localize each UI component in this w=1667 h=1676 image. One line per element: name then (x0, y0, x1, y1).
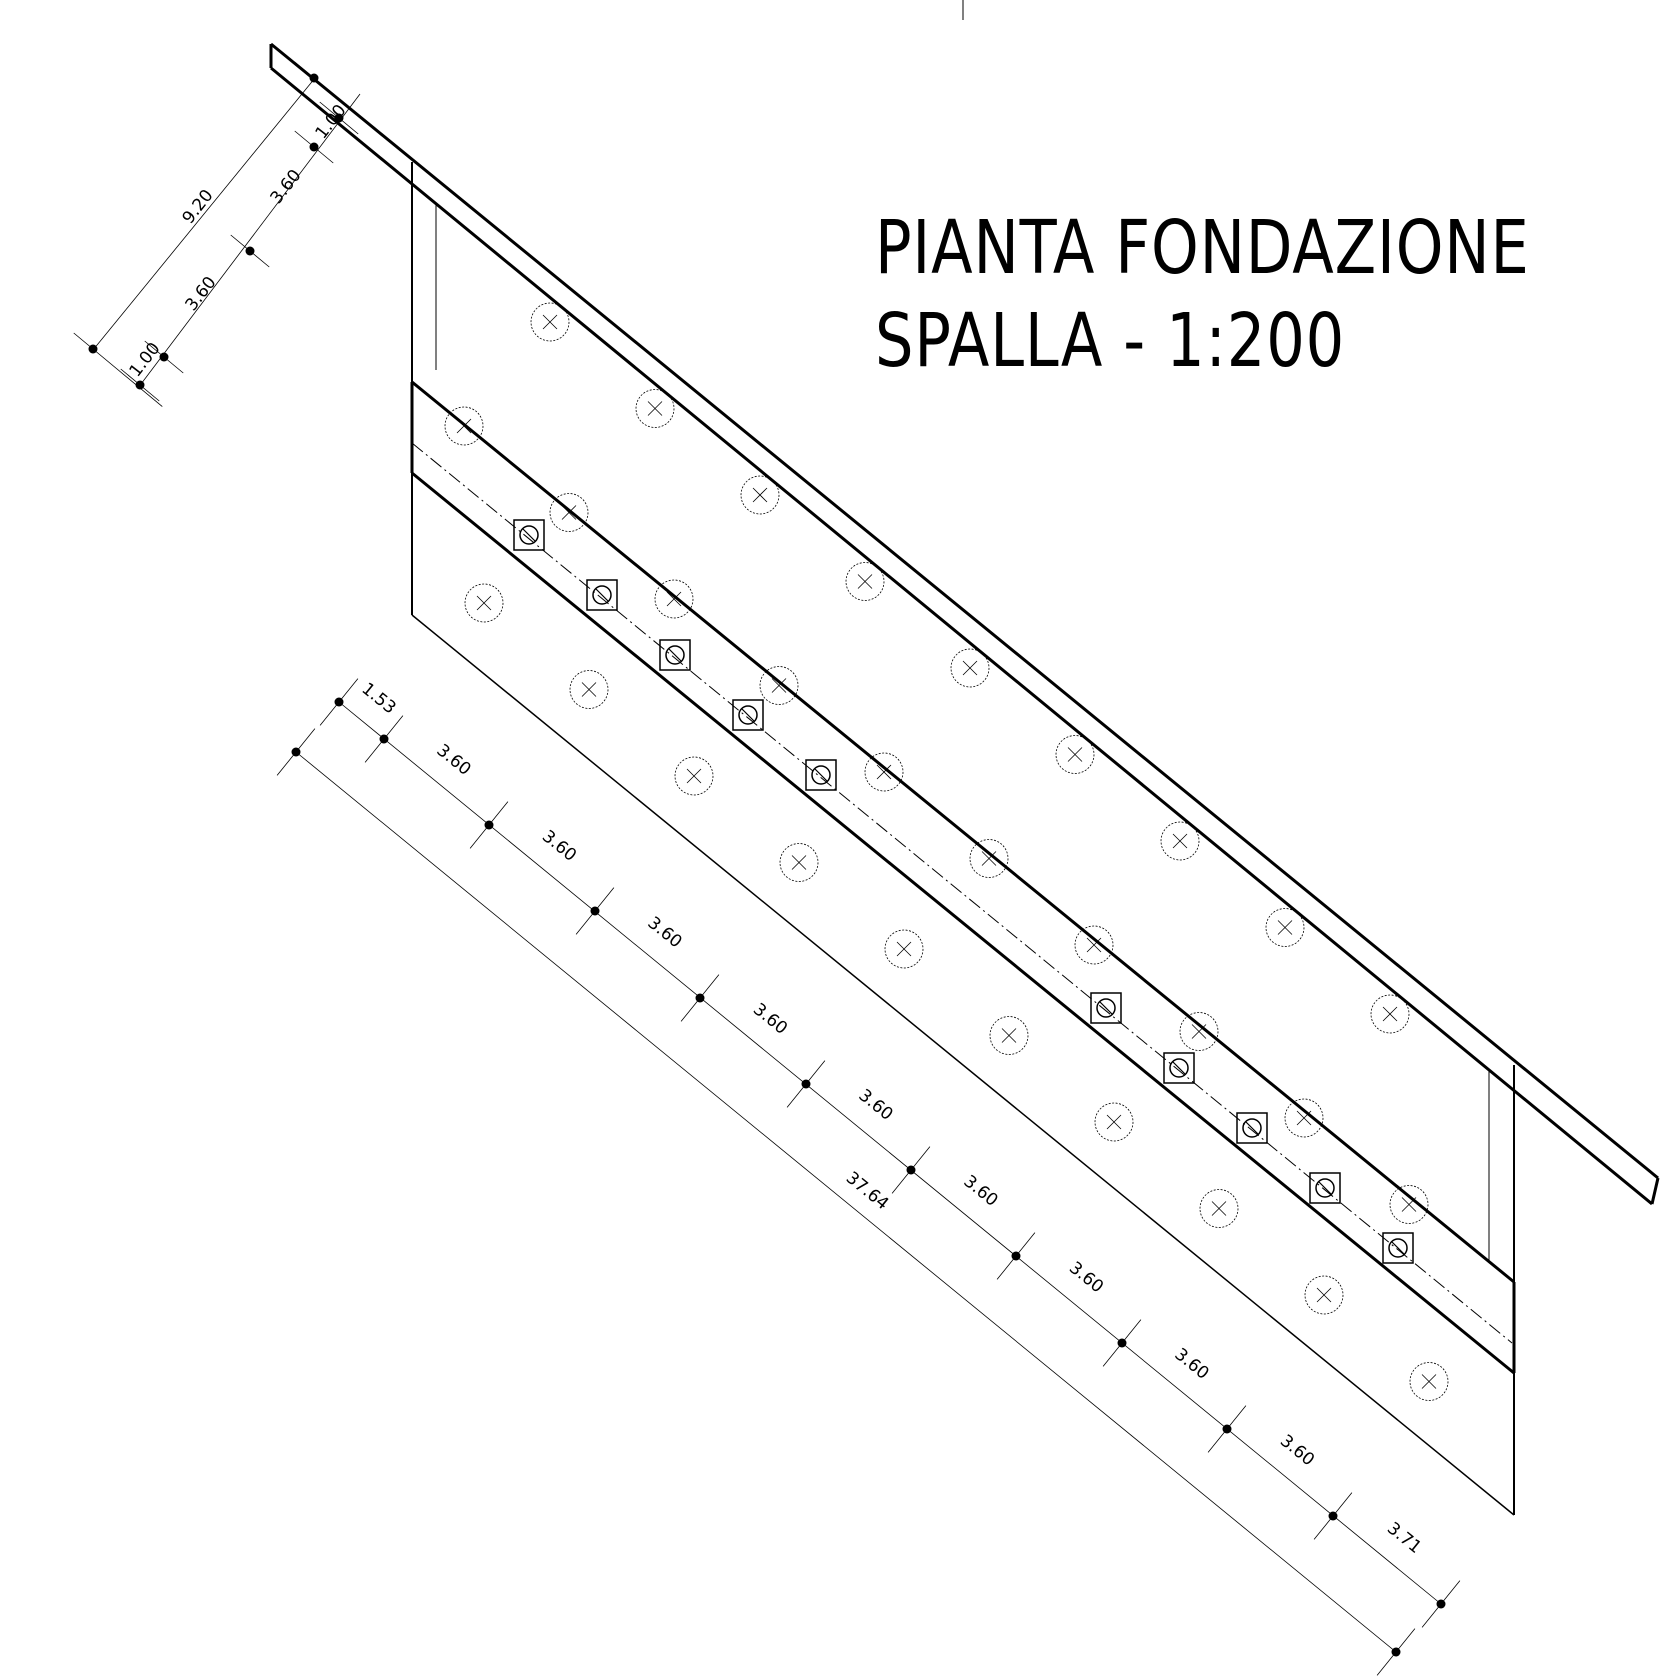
pile-circle-x-icon (864, 752, 904, 792)
extension-line (891, 1146, 931, 1194)
bearing-square-circle-icon (1382, 1232, 1414, 1264)
extension-line (294, 61, 384, 136)
pile-circle-x-icon (635, 389, 675, 428)
bearing-square-circle-icon (659, 639, 691, 671)
extension-line (319, 678, 359, 726)
pile-circle-x-icon (464, 583, 504, 623)
pile-circle-x-icon (1055, 735, 1095, 774)
extension-line (469, 801, 509, 849)
dimension-text: 3.60 (960, 1171, 1002, 1210)
pile-circle-x-icon (1409, 1362, 1449, 1401)
extension-line (786, 1060, 826, 1108)
bearing-group (513, 519, 1414, 1264)
dimension-text: 3.60 (1171, 1344, 1213, 1383)
dimension-text: 3.60 (644, 913, 686, 952)
bearing-square-circle-icon (1309, 1172, 1341, 1204)
dimension-text: 3.60 (855, 1085, 897, 1124)
pile-circle-x-icon (1304, 1275, 1344, 1315)
pile-circle-x-icon (969, 839, 1009, 878)
extension-line (680, 974, 720, 1022)
pile-circle-x-icon (1179, 1012, 1219, 1051)
dimension-text: 3.60 (749, 999, 791, 1038)
pile-circle-x-icon (740, 475, 780, 515)
pile-circle-x-icon (759, 666, 799, 705)
bearing-square-circle-icon (805, 759, 837, 791)
pile-circle-x-icon (1199, 1189, 1239, 1228)
pile-circle-x-icon (1389, 1185, 1429, 1224)
extension-line (1207, 1405, 1247, 1453)
pile-circle-x-icon (1284, 1098, 1324, 1138)
dimension-text: 37.64 (842, 1168, 892, 1214)
dimension-text: 3.60 (1276, 1431, 1318, 1470)
extension-line (319, 101, 359, 135)
extension-line (1313, 1492, 1353, 1540)
extension-line (1376, 1628, 1416, 1676)
extension-line (1102, 1319, 1142, 1367)
dimension-line (92, 77, 316, 351)
dimension-text: 3.60 (267, 166, 306, 208)
dimension-line (137, 93, 361, 389)
pile-circle-x-icon (530, 302, 570, 342)
extension-line (294, 130, 334, 164)
dimension-text: 3.71 (1383, 1518, 1425, 1557)
bearing-square-circle-icon (586, 579, 618, 611)
pile-circle-x-icon (779, 843, 819, 882)
extension-line (1421, 1580, 1461, 1628)
bearing-square-circle-icon (732, 699, 764, 731)
pile-circle-x-icon (549, 493, 589, 532)
drawing-title-line-2: SPALLA - 1:200 (875, 298, 1346, 384)
dimension-text: 3.60 (538, 826, 580, 865)
extension-line (575, 887, 615, 935)
dimension-line (338, 701, 1442, 1605)
pile-circle-x-icon (674, 756, 714, 796)
extension-line (73, 332, 163, 407)
extension-line (364, 715, 404, 763)
pile-circle-x-icon (1160, 821, 1200, 861)
pile-circle-x-icon (444, 406, 484, 446)
pile-circle-x-icon (950, 648, 990, 688)
dimension-line (295, 751, 1397, 1653)
foundation-outline (269, 0, 1660, 1516)
drawing-title-line-1: PIANTA FONDAZIONE (875, 205, 1530, 291)
bearing-square-circle-icon (1163, 1052, 1195, 1084)
dimension-text: 3.60 (1065, 1258, 1107, 1297)
extension-line (276, 728, 316, 776)
dimension-text: 9.20 (179, 186, 218, 228)
bearing-square-circle-icon (1090, 992, 1122, 1024)
extension-line (144, 340, 184, 374)
pile-group (444, 302, 1449, 1401)
pile-circle-x-icon (989, 1016, 1029, 1055)
dimension-text: 3.60 (433, 740, 475, 779)
pile-circle-x-icon (654, 579, 694, 619)
extension-line (230, 234, 270, 268)
pile-circle-x-icon (1074, 925, 1114, 965)
pile-circle-x-icon (845, 562, 885, 601)
pile-circle-x-icon (1094, 1102, 1134, 1142)
dimension-text: 1.53 (358, 679, 400, 718)
pile-circle-x-icon (1370, 994, 1410, 1034)
bearing-square-circle-icon (1236, 1112, 1268, 1144)
pile-circle-x-icon (884, 929, 924, 969)
bearing-square-circle-icon (513, 519, 545, 551)
pile-circle-x-icon (1265, 908, 1305, 947)
dimension-text: 3.60 (182, 273, 221, 315)
extension-line (996, 1232, 1036, 1280)
pile-circle-x-icon (569, 670, 609, 709)
extension-line (120, 368, 160, 402)
